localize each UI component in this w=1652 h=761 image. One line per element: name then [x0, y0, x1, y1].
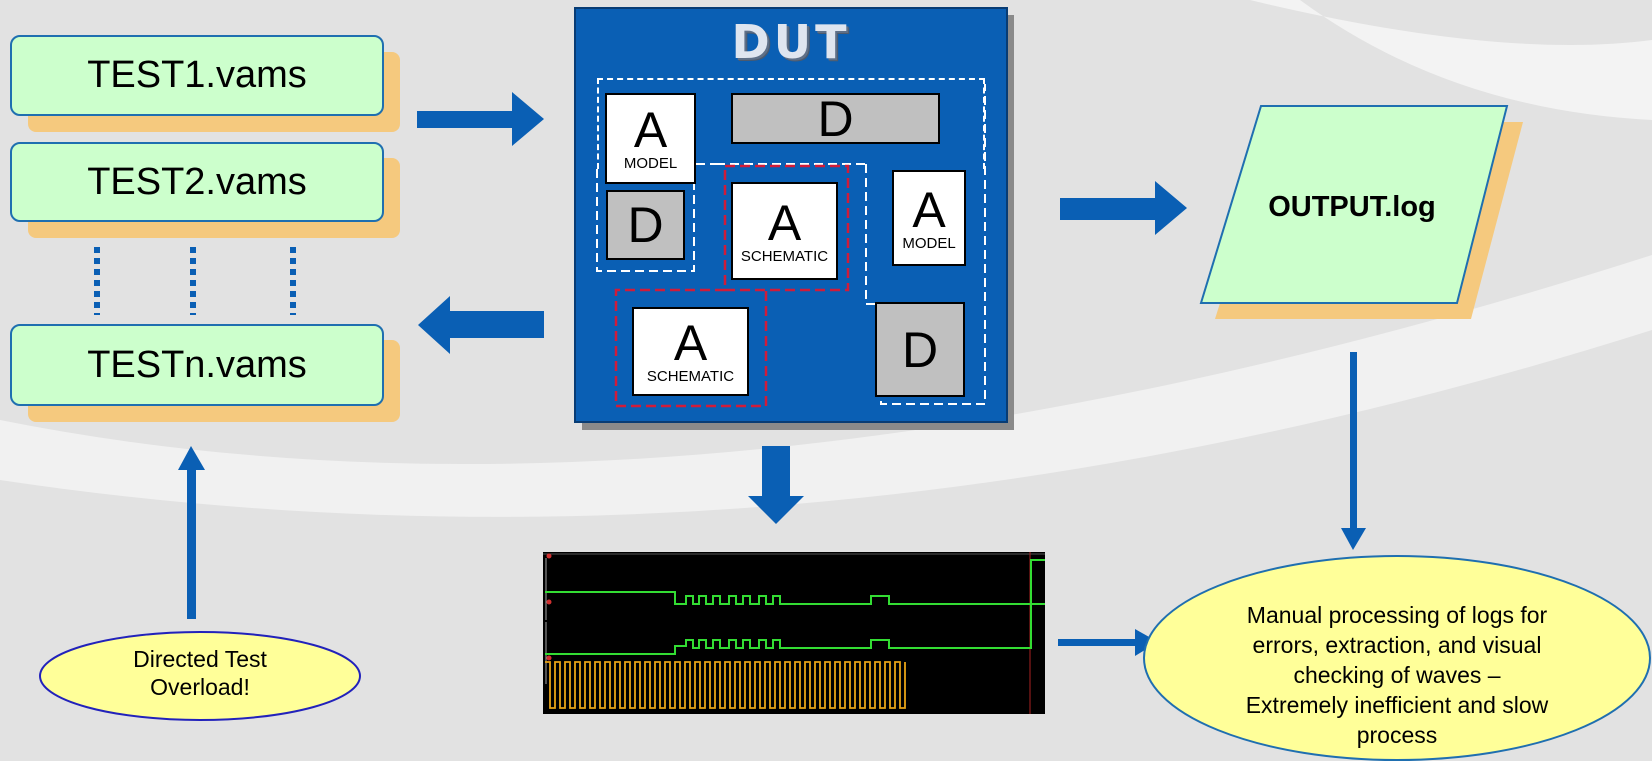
dut-digital-block-top: D	[731, 93, 940, 144]
directed-test-ellipse	[39, 631, 361, 721]
testn-label: TESTn.vams	[87, 343, 307, 386]
arrow-directed-to-tests-head	[178, 446, 205, 470]
dut-digital-block-left: D	[606, 190, 685, 260]
block-letter: D	[901, 321, 939, 378]
wave-trace-2	[545, 603, 1045, 655]
manual-line-3: checking of waves –	[1293, 662, 1501, 688]
manual-processing-ellipse	[1143, 555, 1651, 761]
dut-analog-model-block-top: A MODEL	[605, 93, 696, 184]
block-sublabel: SCHEMATIC	[740, 247, 829, 265]
wave-trace-clock	[545, 661, 906, 709]
arrow-waveform-to-manual-shaft	[1058, 639, 1138, 646]
dut-analog-schematic-block-center: A SCHEMATIC	[731, 182, 838, 280]
block-letter: A	[633, 102, 668, 158]
arrow-output-to-manual-shaft	[1350, 352, 1357, 532]
output-log-shape	[1199, 105, 1523, 319]
arrow-directed-to-tests-shaft	[187, 467, 196, 619]
block-sublabel: MODEL	[623, 155, 678, 172]
dut-digital-block-bottom-right: D	[875, 302, 965, 397]
test2-box: TEST2.vams	[10, 142, 384, 222]
dut-group-outer-top	[597, 78, 985, 169]
arrow-tests-to-dut	[417, 92, 544, 146]
dut-analog-model-block-right: A MODEL	[892, 170, 966, 266]
block-letter: A	[912, 181, 946, 238]
manual-line-2: errors, extraction, and visual	[1252, 632, 1542, 658]
test1-label: TEST1.vams	[87, 54, 307, 96]
dut-group-dashed-paths	[596, 84, 986, 408]
test1-box: TEST1.vams	[10, 35, 384, 116]
block-sublabel: MODEL	[902, 234, 956, 252]
dut-title: DUT	[731, 15, 851, 69]
block-sublabel: SCHEMATIC	[646, 368, 735, 385]
block-letter: D	[817, 90, 854, 147]
manual-line-5: process	[1356, 722, 1438, 748]
waveform-viewer	[543, 552, 1045, 714]
arrow-dut-to-output	[1060, 181, 1187, 235]
dut-box: DUT A MODEL D D A SCHEMATIC A MODEL A SC…	[574, 7, 1008, 423]
arrow-dut-to-waveform	[748, 446, 804, 524]
block-letter: A	[673, 315, 708, 371]
waveform-traces	[543, 552, 1045, 714]
manual-line-4: Extremely inefficient and slow	[1245, 692, 1549, 718]
testn-box: TESTn.vams	[10, 324, 384, 406]
arrow-dut-to-tests	[418, 296, 544, 354]
directed-test-label: Directed Test Overload!	[60, 645, 340, 701]
arrow-output-to-manual-head	[1341, 528, 1366, 550]
block-letter: D	[627, 197, 664, 253]
test2-label: TEST2.vams	[87, 160, 307, 203]
manual-processing-label: Manual processing of logs for errors, ex…	[1182, 600, 1612, 750]
block-letter: A	[767, 194, 802, 251]
wave-trace-1	[545, 559, 1045, 605]
directed-test-line-2: Overload!	[150, 674, 250, 700]
manual-line-1: Manual processing of logs for	[1246, 602, 1548, 628]
directed-test-line-1: Directed Test	[133, 646, 267, 672]
dut-analog-schematic-block-bottom: A SCHEMATIC	[632, 307, 749, 396]
test-continuation-dots	[94, 247, 296, 315]
output-log-label: OUTPUT.log	[1268, 191, 1436, 223]
